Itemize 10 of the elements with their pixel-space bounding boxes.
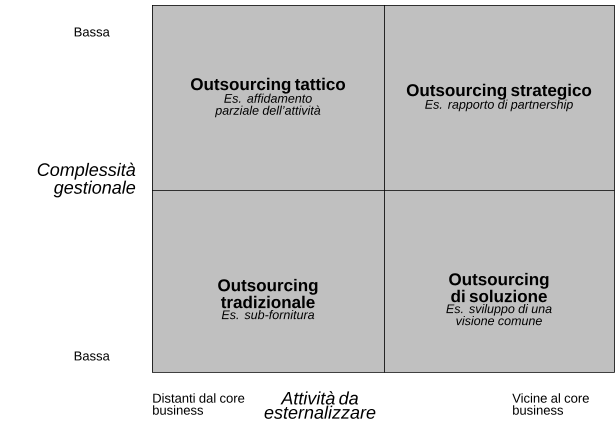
range-label: Vicine al core business bbox=[512, 393, 589, 415]
range-label: Bassa bbox=[74, 351, 110, 361]
quadrant-box: Outsourcing tattico Es. affidamento parziale dell’attività bbox=[152, 5, 385, 191]
axis-label: Attività da esternalizzare bbox=[264, 391, 376, 419]
axis-label: Complessità gestionale bbox=[38, 162, 136, 198]
quadrant-box: Outsourcing tradizionale Es. sub-fornitura bbox=[152, 190, 385, 373]
range-label: Distanti dal core business bbox=[153, 393, 244, 415]
quadrant-box: Outsourcing strategico Es. rapporto di partnership bbox=[384, 5, 615, 191]
quadrant-box: Outsourcing di soluzione Es. sviluppo di una visione comune bbox=[384, 190, 615, 373]
range-label: Bassa bbox=[74, 27, 110, 37]
